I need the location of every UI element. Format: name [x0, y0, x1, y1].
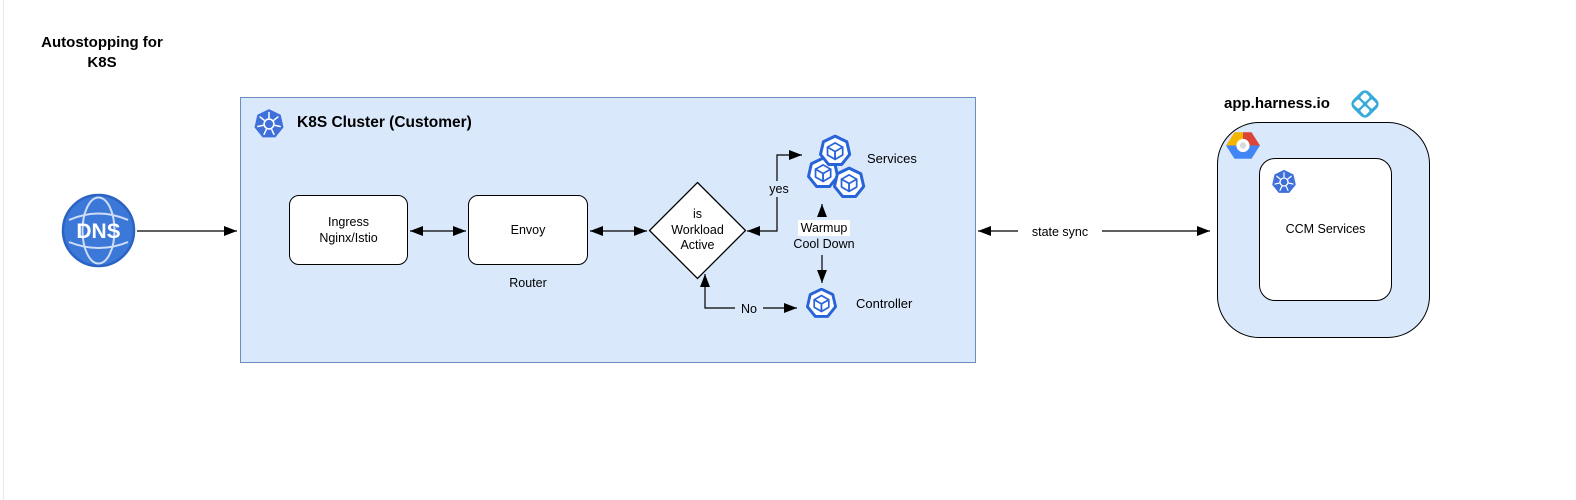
decision-diamond: [648, 181, 747, 280]
ccm-services-label: CCM Services: [1285, 222, 1366, 237]
controller-label: Controller: [856, 296, 913, 311]
dns-globe-icon: DNS: [61, 193, 136, 268]
envoy-node: Envoy: [468, 195, 588, 265]
controller-pod-icon: [806, 288, 837, 318]
gcp-icon: [1226, 132, 1260, 159]
decision-label: is Workload Active: [671, 207, 724, 253]
warmup-text: Warmup: [797, 220, 851, 237]
dns-label: DNS: [76, 220, 120, 243]
services-pods-icon: [806, 134, 866, 199]
harness-logo-icon: [1351, 90, 1379, 118]
services-label: Services: [867, 151, 917, 166]
envoy-label: Envoy: [510, 222, 546, 237]
harness-domain: app.harness.io: [1224, 95, 1330, 112]
kubernetes-small-icon: [1271, 169, 1297, 194]
kubernetes-icon: [253, 108, 285, 139]
ingress-node: Ingress Nginx/Istio: [289, 195, 408, 265]
router-caption: Router: [509, 276, 547, 290]
ingress-label: Ingress Nginx/Istio: [319, 214, 378, 245]
cluster-title: K8S Cluster (Customer): [297, 114, 472, 131]
edge-label-state-sync: state sync: [1018, 224, 1102, 241]
cooldown-text: Cool Down: [793, 237, 855, 252]
diagram-title: Autostopping for K8S: [41, 34, 163, 71]
canvas-left-edge: [3, 0, 4, 500]
edge-label-warmup-cooldown: Warmup Cool Down: [780, 220, 868, 253]
edge-label-yes: yes: [763, 181, 795, 198]
edge-label-no: No: [735, 301, 763, 318]
